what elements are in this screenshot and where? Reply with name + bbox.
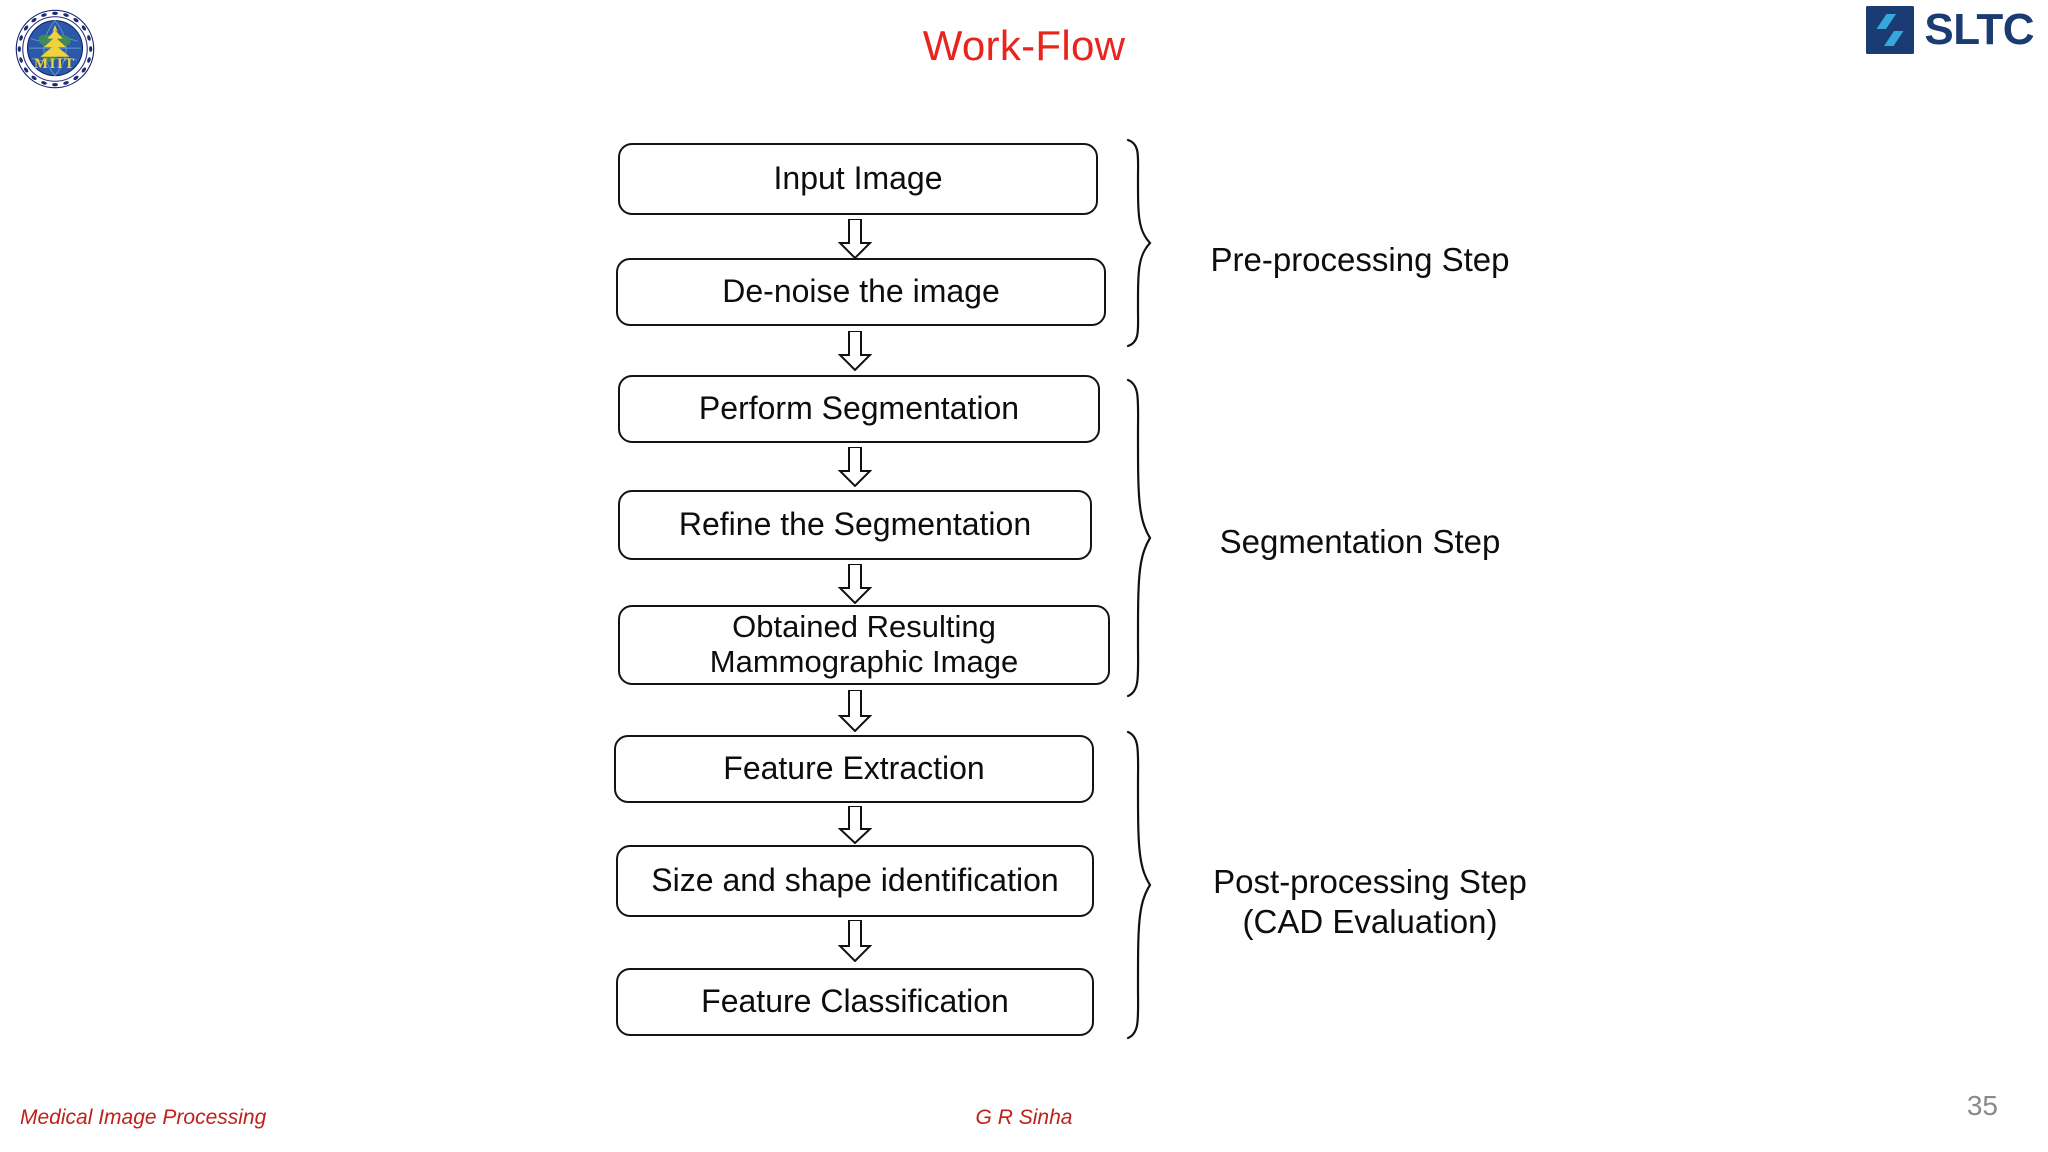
flow-node-refine-the-segmentation[interactable]: Refine the Segmentation [618,490,1092,560]
down-block-arrow-icon [838,331,872,371]
footer-center-text: G R Sinha [975,1106,1073,1129]
brace-segmentation [1126,378,1152,698]
flow-node-input-image[interactable]: Input Image [618,143,1098,215]
down-block-arrow-icon [838,219,872,259]
brace-post-processing [1126,730,1152,1040]
brace-pre-processing [1126,138,1152,348]
footer-left-text: Medical Image Processing [20,1106,267,1129]
sltc-logo: SLTC [1866,6,2034,54]
down-block-arrow-icon [838,920,872,962]
group-label-pre-processing: Pre-processing Step [1210,241,1510,278]
sltc-wordmark: SLTC [1924,5,2034,54]
page-title: Work-Flow [922,22,1126,69]
flow-node-size-and-shape-identification[interactable]: Size and shape identification [616,845,1094,917]
flow-node-perform-segmentation[interactable]: Perform Segmentation [618,375,1100,443]
group-label-post-processing: Post-processing Step (CAD Evaluation) [1213,863,1527,940]
flow-node-feature-extraction[interactable]: Feature Extraction [614,735,1094,803]
flow-node-feature-classification[interactable]: Feature Classification [616,968,1094,1036]
miit-logo: MIIT [12,6,98,92]
down-block-arrow-icon [838,806,872,844]
down-block-arrow-icon [838,690,872,732]
down-block-arrow-icon [838,447,872,487]
sltc-mark-icon [1866,6,1915,54]
group-label-segmentation: Segmentation Step [1219,523,1501,560]
flow-node-de-noise-the-image[interactable]: De-noise the image [616,258,1106,326]
svg-text:MIIT: MIIT [34,56,76,72]
flow-node-obtained-resulting-mammographic-image[interactable]: Obtained Resulting Mammographic Image [618,605,1110,685]
page-number: 35 [1966,1090,1998,1121]
down-block-arrow-icon [838,564,872,604]
